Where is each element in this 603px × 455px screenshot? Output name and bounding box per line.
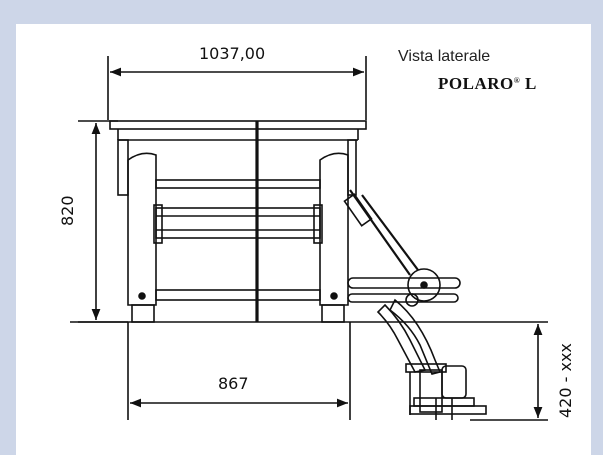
crossbar-middle-top <box>155 207 321 239</box>
drawing-panel <box>16 24 591 455</box>
right-upright <box>319 152 349 306</box>
ground-clearance-label: 420 - xxx <box>556 343 575 418</box>
crossbar-upper <box>155 179 321 189</box>
product-title: POLARO® L <box>438 74 537 94</box>
product-name: POLARO <box>438 74 514 93</box>
suspension-blade <box>376 303 427 373</box>
height-label: 820 <box>58 195 77 226</box>
pivot-wheel <box>407 268 441 302</box>
view-subtitle: Vista laterale <box>398 48 491 65</box>
left-upright <box>127 152 157 306</box>
product-suffix: L <box>520 74 537 93</box>
trademark-mark: ® <box>513 76 521 85</box>
top-width-label: 1037,00 <box>199 44 266 63</box>
bottom-width-label: 867 <box>218 374 249 393</box>
top-plate <box>109 120 367 130</box>
crossbar-lower <box>155 289 321 301</box>
